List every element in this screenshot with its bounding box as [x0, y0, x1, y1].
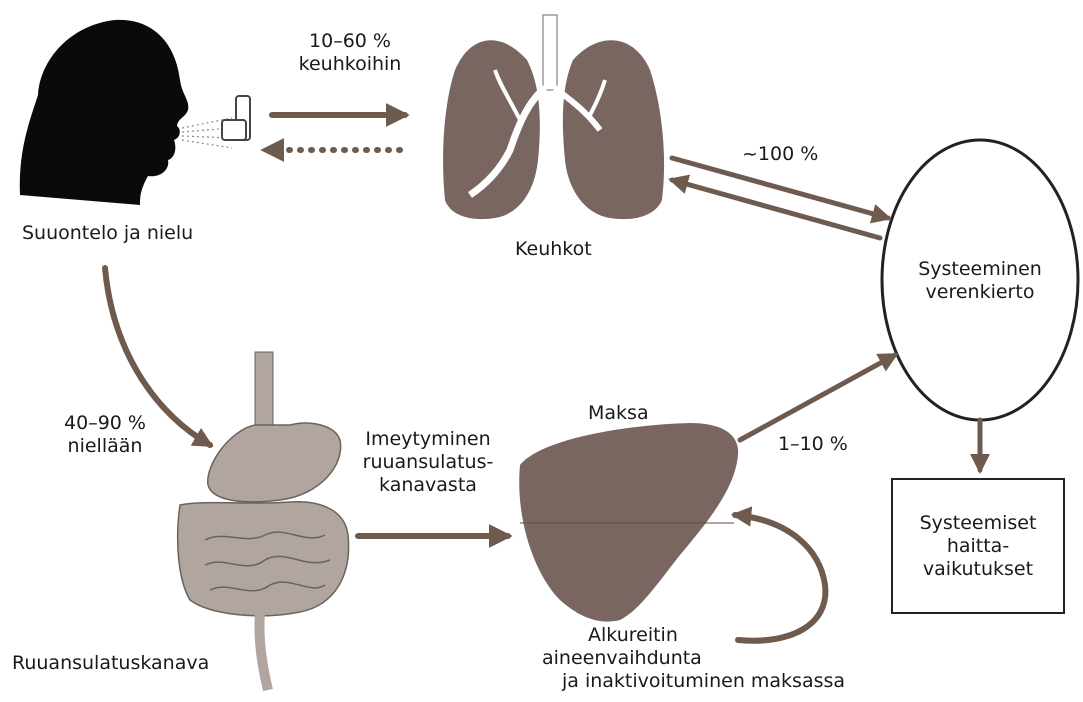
lungs-percent-caption: keuhkoihin [290, 53, 410, 76]
liver-label: Maksa [588, 402, 649, 425]
lungs-to-blood-percent: ~100 % [742, 143, 818, 166]
systemic-line-1: Systeeminen [900, 258, 1060, 281]
lungs-illustration [443, 15, 664, 219]
lungs-label: Keuhkot [515, 238, 592, 261]
swallowed-percent: 40–90 % [45, 412, 165, 435]
absorption-line-3: kanavasta [343, 474, 513, 497]
effects-line-2: haitta- [893, 535, 1063, 558]
swallowed-label: 40–90 % niellään [45, 412, 165, 458]
effects-line-3: vaikutukset [893, 558, 1063, 581]
gi-tract-label: Ruuansulatuskanava [12, 652, 209, 675]
gi-tract-illustration [178, 352, 349, 690]
inhaler-icon [222, 96, 250, 140]
mouth-label: Suuontelo ja nielu [22, 222, 193, 245]
liver-illustration [519, 423, 738, 622]
liver-to-blood-percent: 1–10 % [778, 433, 848, 456]
arrow-liver-to-circulation [740, 355, 895, 440]
absorption-line-2: ruuansulatus- [343, 451, 513, 474]
arrow-first-pass-loop [735, 515, 825, 641]
head-silhouette [20, 20, 189, 205]
systemic-effects-box: Systeemiset haitta- vaikutukset [891, 478, 1065, 614]
first-pass-label: Alkureitin aineenvaihdunta ja inaktivoit… [540, 624, 900, 693]
effects-line-1: Systeemiset [893, 512, 1063, 535]
swallowed-caption: niellään [45, 435, 165, 458]
first-pass-line-3: ja inaktivoituminen maksassa [540, 670, 900, 693]
absorption-line-1: Imeytyminen [343, 428, 513, 451]
first-pass-line-2: aineenvaihdunta [540, 647, 900, 670]
systemic-line-2: verenkierto [900, 281, 1060, 304]
lungs-percent-value: 10–60 % [290, 30, 410, 53]
systemic-effects-text: Systeemiset haitta- vaikutukset [893, 512, 1063, 581]
lungs-percent-label: 10–60 % keuhkoihin [290, 30, 410, 76]
absorption-label: Imeytyminen ruuansulatus- kanavasta [343, 428, 513, 497]
first-pass-line-1: Alkureitin [540, 624, 900, 647]
systemic-circulation-label: Systeeminen verenkierto [900, 258, 1060, 304]
